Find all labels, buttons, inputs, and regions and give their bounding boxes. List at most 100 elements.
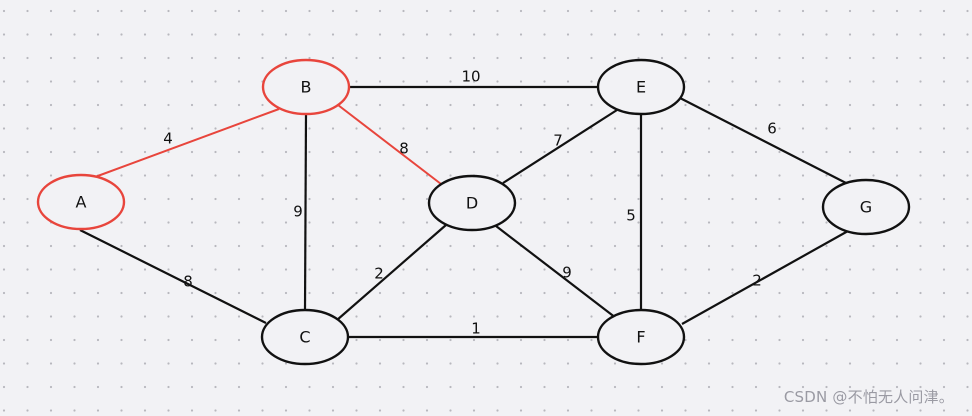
grid-dot: [120, 56, 123, 60]
grid-dot: [519, 80, 523, 83]
grid-dot: [966, 385, 969, 389]
grid-dot: [308, 409, 311, 412]
grid-dot: [942, 33, 946, 36]
grid-dot: [754, 268, 758, 271]
grid-dot: [613, 291, 617, 295]
grid-dot: [261, 56, 264, 60]
grid-dot: [26, 221, 29, 224]
grid-dot: [707, 33, 711, 36]
grid-dot: [237, 409, 241, 412]
grid-dot: [214, 315, 217, 318]
edge-weight-a-b: 4: [163, 130, 173, 148]
grid-dot: [966, 244, 969, 248]
grid-dot: [261, 362, 264, 365]
grid-dot: [378, 150, 382, 154]
grid-dot: [801, 362, 805, 365]
grid-dot: [49, 338, 53, 342]
grid-dot: [966, 150, 969, 154]
grid-dot: [284, 362, 288, 365]
grid-dot: [402, 244, 405, 248]
grid-dot: [331, 33, 335, 36]
grid-dot: [261, 9, 264, 13]
grid-dot: [825, 338, 828, 342]
grid-dot: [96, 338, 100, 342]
grid-dot: [402, 197, 405, 201]
grid-dot: [496, 9, 499, 13]
grid-dot: [261, 291, 264, 295]
grid-dot: [566, 197, 570, 201]
grid-dot: [308, 197, 311, 201]
grid-dot: [801, 197, 805, 201]
grid-dot: [496, 409, 499, 412]
grid-dot: [778, 244, 781, 248]
grid-dot: [543, 80, 546, 83]
grid-dot: [637, 150, 640, 154]
grid-dot: [660, 244, 664, 248]
grid-dot: [49, 362, 53, 365]
grid-dot: [331, 56, 335, 60]
grid-dot: [731, 385, 734, 389]
grid-dot: [425, 174, 429, 177]
grid-dot: [308, 174, 311, 177]
grid-dot: [261, 103, 264, 107]
grid-dot: [190, 315, 194, 318]
grid-dot: [919, 197, 922, 201]
grid-dot: [895, 150, 899, 154]
grid-dot: [519, 315, 523, 318]
grid-dot: [519, 197, 523, 201]
grid-dot: [825, 127, 828, 130]
edge-c-d: [336, 224, 447, 321]
grid-dot: [73, 409, 76, 412]
grid-dot: [308, 56, 311, 60]
grid-dot: [754, 291, 758, 295]
grid-dot: [402, 221, 405, 224]
grid-dot: [2, 268, 6, 271]
grid-dot: [566, 103, 570, 107]
grid-dot: [613, 268, 617, 271]
grid-dot: [49, 409, 53, 412]
grid-dot: [825, 409, 828, 412]
node-e-ellipse: [596, 58, 686, 116]
grid-dot: [919, 362, 922, 365]
grid-dot: [825, 56, 828, 60]
grid-dot: [449, 268, 452, 271]
grid-dot: [801, 221, 805, 224]
grid-dot: [496, 56, 499, 60]
grid-dot: [778, 80, 781, 83]
grid-dot: [167, 150, 170, 154]
grid-dot: [848, 338, 852, 342]
grid-dot: [543, 127, 546, 130]
grid-dot: [566, 338, 570, 342]
grid-dot: [284, 197, 288, 201]
grid-dot: [378, 338, 382, 342]
grid-dot: [966, 127, 969, 130]
grid-dot: [190, 221, 194, 224]
grid-dot: [895, 315, 899, 318]
grid-dot: [754, 385, 758, 389]
grid-dot: [355, 174, 358, 177]
watermark: CSDN @不怕无人问津。: [783, 388, 954, 406]
grid-dot: [449, 150, 452, 154]
grid-dot: [49, 244, 53, 248]
grid-dot: [660, 9, 664, 13]
grid-dot: [96, 409, 100, 412]
grid-dot: [96, 56, 100, 60]
node-d: D: [427, 174, 517, 232]
grid-dot: [26, 385, 29, 389]
grid-dot: [731, 409, 734, 412]
grid-dot: [73, 315, 76, 318]
grid-dot: [237, 103, 241, 107]
grid-dot: [919, 80, 922, 83]
grid-dot: [26, 197, 29, 201]
grid-dot: [707, 221, 711, 224]
grid-dot: [895, 338, 899, 342]
grid-dot: [237, 150, 241, 154]
grid-dot: [167, 174, 170, 177]
grid-dot: [684, 385, 687, 389]
grid-dot: [120, 268, 123, 271]
grid-dot: [2, 385, 6, 389]
grid-dot: [519, 9, 523, 13]
grid-dot: [472, 103, 476, 107]
grid-dot: [566, 409, 570, 412]
